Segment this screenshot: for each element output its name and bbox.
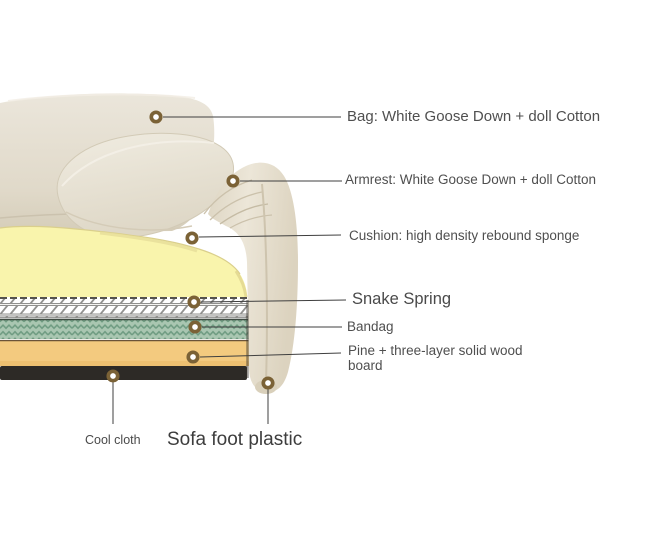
- label-bandag: Bandag: [347, 319, 394, 334]
- bandag-layer: [0, 318, 249, 339]
- base-cloth-layer: [0, 366, 247, 380]
- label-sofa-foot: Sofa foot plastic: [167, 429, 303, 450]
- label-bag: Bag: White Goose Down + doll Cotton: [347, 108, 601, 125]
- callout-markers: [106, 110, 275, 390]
- seat-foam-layer: [0, 225, 248, 298]
- label-snake-spring: Snake Spring: [352, 290, 452, 308]
- callout-line-cushion: [198, 234, 342, 238]
- label-wood-board: Pine + three-layer solid wood board: [348, 343, 523, 373]
- callout-marker-cool: [106, 369, 120, 383]
- callout-lines: [112, 116, 347, 424]
- callout-marker-foot: [261, 376, 275, 390]
- label-armrest: Armrest: White Goose Down + doll Cotton: [345, 172, 596, 187]
- callout-marker-bag: [149, 110, 163, 124]
- callout-line-pine: [199, 352, 342, 358]
- callout-marker-armrest: [226, 174, 240, 188]
- callout-marker-snake: [187, 295, 201, 309]
- snake-spring-layer: [0, 297, 249, 319]
- callout-line-snake: [200, 299, 347, 303]
- callout-marker-pine: [186, 350, 200, 364]
- label-cushion: Cushion: high density rebound sponge: [349, 228, 580, 243]
- wood-board-layer: [0, 339, 249, 366]
- label-cool-cloth: Cool cloth: [85, 433, 141, 447]
- armrest: [203, 162, 298, 394]
- callout-marker-bandag: [188, 320, 202, 334]
- callout-marker-cushion: [185, 231, 199, 245]
